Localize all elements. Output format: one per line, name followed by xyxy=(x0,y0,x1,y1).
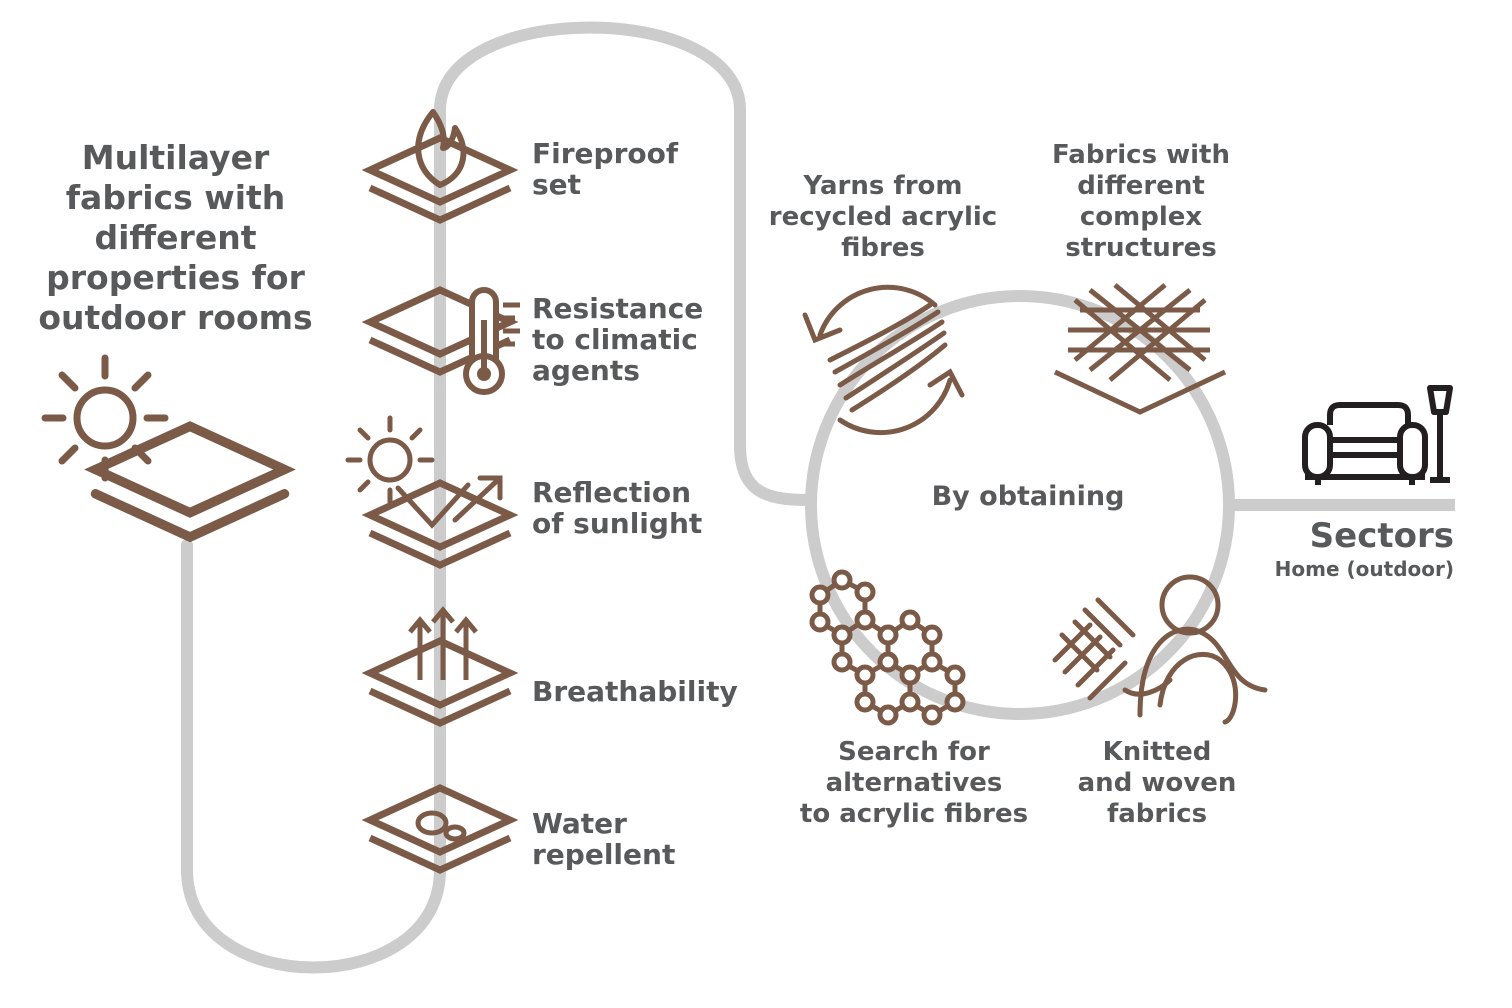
thermometer-layers-icon xyxy=(370,290,520,395)
breathability-arrows-layers-icon xyxy=(370,606,510,723)
outcome-label-yarns: Yarns from recycled acrylic fibres xyxy=(768,171,998,263)
property-label-breathability: Breathability xyxy=(532,675,738,708)
property-label-water: Water repellent xyxy=(532,807,676,871)
sun-fabric-icon xyxy=(41,354,285,537)
armchair-lamp-icon xyxy=(1302,385,1453,485)
outcome-label-knitted: Knitted and woven fabrics xyxy=(1077,737,1237,829)
knitted-woven-icon xyxy=(1052,574,1268,725)
outcome-label-complex-fabrics: Fabrics with different complex structure… xyxy=(1052,140,1230,263)
molecule-chain-icon xyxy=(809,569,966,726)
connector-line-left xyxy=(181,21,816,974)
sectors-title: Sectors xyxy=(1309,516,1454,556)
outcome-label-alternatives: Search for alternatives to acrylic fibre… xyxy=(799,737,1029,829)
complex-structure-fabric-icon xyxy=(1053,283,1227,415)
flame-layers-icon xyxy=(370,109,510,220)
center-label: By obtaining xyxy=(931,481,1125,512)
main-title: Multilayer fabrics with different proper… xyxy=(38,138,313,337)
sun-reflection-layers-icon xyxy=(345,415,510,565)
property-label-climatic: Resistance to climatic agents xyxy=(532,292,704,387)
sectors-subtitle: Home (outdoor) xyxy=(1274,557,1454,581)
property-label-sunlight: Reflection of sunlight xyxy=(532,476,703,540)
recycled-fibres-icon xyxy=(802,284,965,436)
property-label-fireproof: Fireproof set xyxy=(532,137,679,201)
water-drops-layers-icon xyxy=(370,788,510,870)
